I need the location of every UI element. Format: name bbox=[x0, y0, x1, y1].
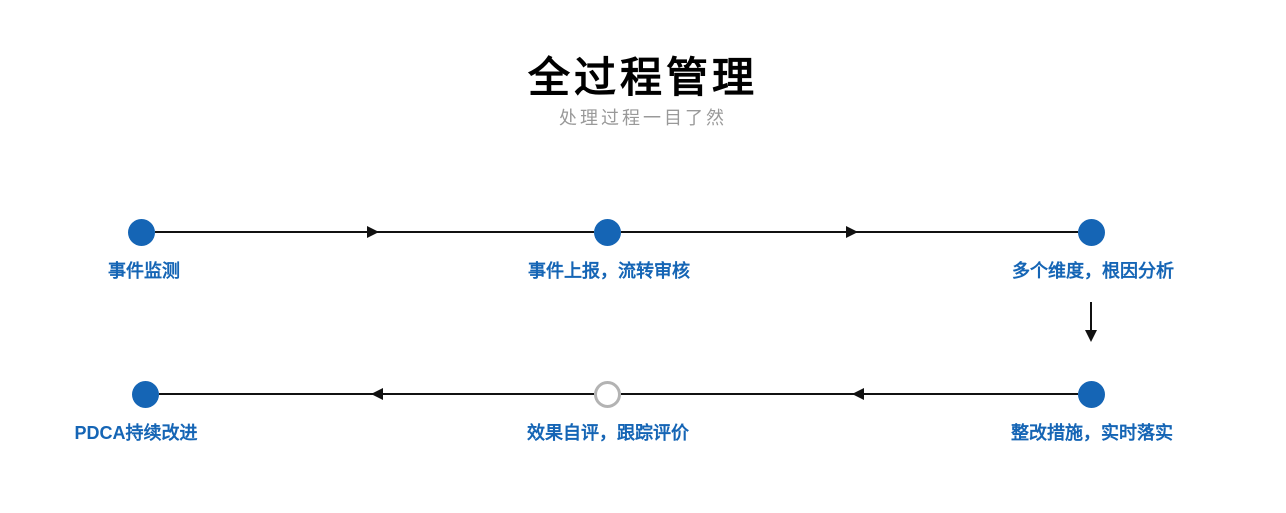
step-label-pdca-improvement: PDCA持续改进 bbox=[74, 423, 198, 443]
node-dot-pdca-improvement bbox=[132, 381, 159, 408]
page-title: 全过程管理 bbox=[527, 54, 758, 101]
step-label-event-monitoring: 事件监测 bbox=[108, 261, 180, 281]
arrow-right-icon bbox=[367, 226, 379, 238]
step-label-event-reporting: 事件上报，流转审核 bbox=[528, 261, 690, 281]
page-subtitle: 处理过程一目了然 bbox=[559, 108, 727, 128]
node-dot-root-cause-analysis bbox=[1078, 219, 1105, 246]
step-label-root-cause-analysis: 多个维度，根因分析 bbox=[1012, 261, 1174, 281]
arrow-left-icon bbox=[371, 388, 383, 400]
arrow-left-icon bbox=[852, 388, 864, 400]
step-label-self-evaluation: 效果自评，跟踪评价 bbox=[527, 423, 689, 443]
arrow-right-icon bbox=[846, 226, 858, 238]
node-dot-event-reporting bbox=[594, 219, 621, 246]
arrow-down-icon bbox=[1085, 330, 1097, 342]
step-label-rectification: 整改措施，实时落实 bbox=[1011, 423, 1173, 443]
node-dot-self-evaluation bbox=[594, 381, 621, 408]
connector-line-vertical bbox=[1090, 302, 1092, 332]
node-dot-event-monitoring bbox=[128, 219, 155, 246]
node-dot-rectification bbox=[1078, 381, 1105, 408]
connector-line-bottom-right bbox=[621, 393, 1078, 395]
